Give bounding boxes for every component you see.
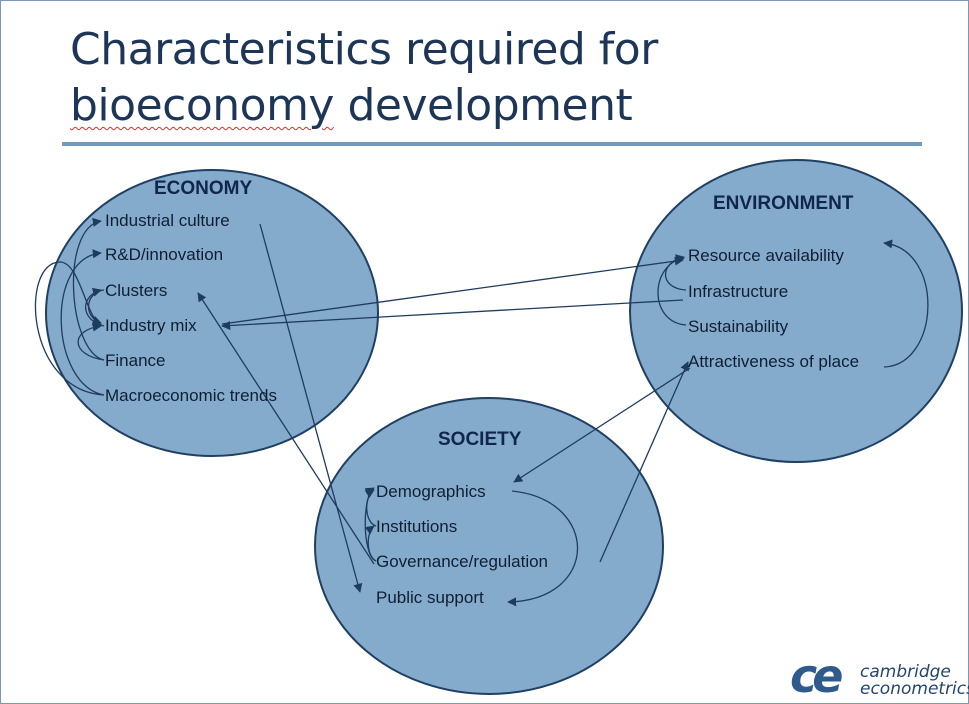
arrow-industrial-publicsupport <box>259 223 363 593</box>
economy-item-clusters: Clusters <box>105 281 168 300</box>
society-item-governance-regulation: Governance/regulation <box>376 552 549 571</box>
environment-heading: ENVIRONMENT <box>713 193 854 214</box>
arrow-sustainability-industrymix <box>221 299 684 331</box>
economy-circle <box>45 169 379 457</box>
title-rule <box>62 142 922 146</box>
arrow-attractiveness-resource <box>883 239 929 368</box>
society-item-public-support: Public support <box>376 588 484 607</box>
environment-item-infrastructure: Infrastructure <box>688 282 789 301</box>
environment-circle <box>629 159 963 463</box>
arrow-governance-institutions <box>364 525 377 562</box>
logo-mark: ce <box>790 649 844 703</box>
arrow-finance-industrymix <box>77 322 105 361</box>
title-line-1: Characteristics required for <box>70 24 658 75</box>
arrow-industrymix-clusters <box>85 287 105 327</box>
economy-item-finance: Finance <box>105 351 166 370</box>
title-line-2-rest: development <box>333 80 633 131</box>
title-word-spellcheck: bioeconomy <box>70 80 334 131</box>
economy-item-industry-mix: Industry mix <box>105 316 197 335</box>
title-line-2: bioeconomy development <box>70 78 930 134</box>
environment-item-sustainability: Sustainability <box>688 317 789 336</box>
economy-item-rd-innovation: R&D/innovation <box>105 245 224 264</box>
arrow-society-attractiveness <box>599 361 689 563</box>
arrow-governance-clusters <box>197 292 375 565</box>
society-heading: SOCIETY <box>438 429 522 450</box>
slide-title: Characteristics required for bioeconomy … <box>70 22 930 134</box>
logo-word-econometrics: econometrics <box>860 679 969 699</box>
logo-word-cambridge: cambridge <box>860 662 951 682</box>
economy-heading: ECONOMY <box>154 178 253 199</box>
economy-item-macroeconomic-trends: Macroeconomic trends <box>105 386 277 405</box>
economy-item-industrial-culture: Industrial culture <box>105 211 230 230</box>
society-item-institutions: Institutions <box>376 517 458 536</box>
arrow-finance-industrial <box>72 217 105 361</box>
arrow-industrymix-resource <box>221 256 684 325</box>
arrow-macro-rd <box>60 249 105 396</box>
environment-item-resource-availability: Resource availability <box>688 246 844 265</box>
arrow-macro-industrymix <box>34 261 105 396</box>
arrow-demographics-publicsupport <box>507 490 579 607</box>
society-item-demographics: Demographics <box>376 482 486 501</box>
society-circle <box>314 397 664 695</box>
environment-item-attractiveness-of-place: Attractiveness of place <box>688 352 860 371</box>
arrow-attractiveness-demographics <box>513 367 691 483</box>
cambridge-econometrics-logo: ce cambridge econometrics <box>790 650 969 702</box>
arrow-sustainability-resource <box>657 254 687 326</box>
